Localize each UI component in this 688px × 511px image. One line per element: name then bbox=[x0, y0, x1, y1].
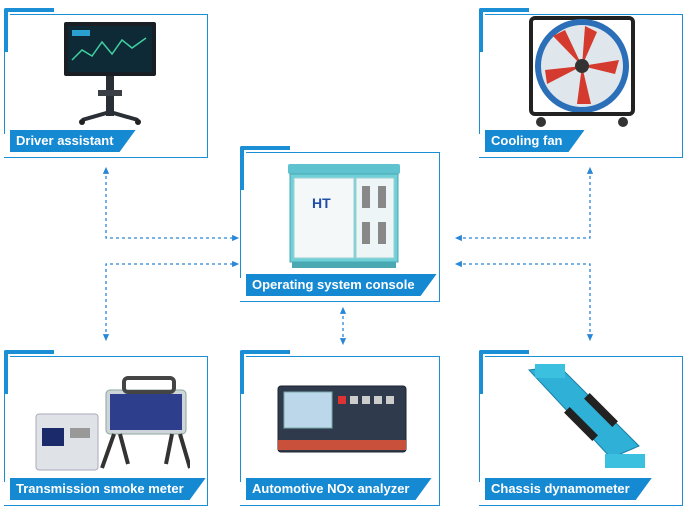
label-nox-analyzer: Automotive NOx analyzer bbox=[246, 478, 432, 500]
card-dynamometer: Chassis dynamometer bbox=[479, 350, 683, 506]
smoke-meter-icon bbox=[35, 376, 190, 471]
card-nox-analyzer: Automotive NOx analyzer bbox=[240, 350, 440, 506]
label-console: Operating system console bbox=[246, 274, 437, 296]
label-dynamometer: Chassis dynamometer bbox=[485, 478, 652, 500]
control-cabinet-icon: HT bbox=[288, 164, 400, 268]
card-driver-assistant: Driver assistant bbox=[4, 8, 208, 158]
nox-analyzer-icon bbox=[277, 385, 407, 453]
link-smoke-console bbox=[102, 260, 240, 342]
card-console: HT Operating system console bbox=[240, 146, 440, 302]
link-fan-console bbox=[454, 166, 594, 242]
monitor-stand-icon bbox=[64, 22, 156, 125]
console-logo-text: HT bbox=[312, 195, 331, 211]
card-cooling-fan: Cooling fan bbox=[479, 8, 683, 158]
link-driver-console bbox=[102, 166, 240, 242]
link-dyno-console bbox=[454, 260, 594, 342]
chassis-dynamometer-icon bbox=[527, 364, 645, 468]
card-smoke-meter: Transmission smoke meter bbox=[4, 350, 208, 506]
industrial-fan-icon bbox=[529, 16, 635, 127]
label-cooling-fan: Cooling fan bbox=[485, 130, 585, 152]
label-smoke-meter: Transmission smoke meter bbox=[10, 478, 206, 500]
label-driver-assistant: Driver assistant bbox=[10, 130, 136, 152]
